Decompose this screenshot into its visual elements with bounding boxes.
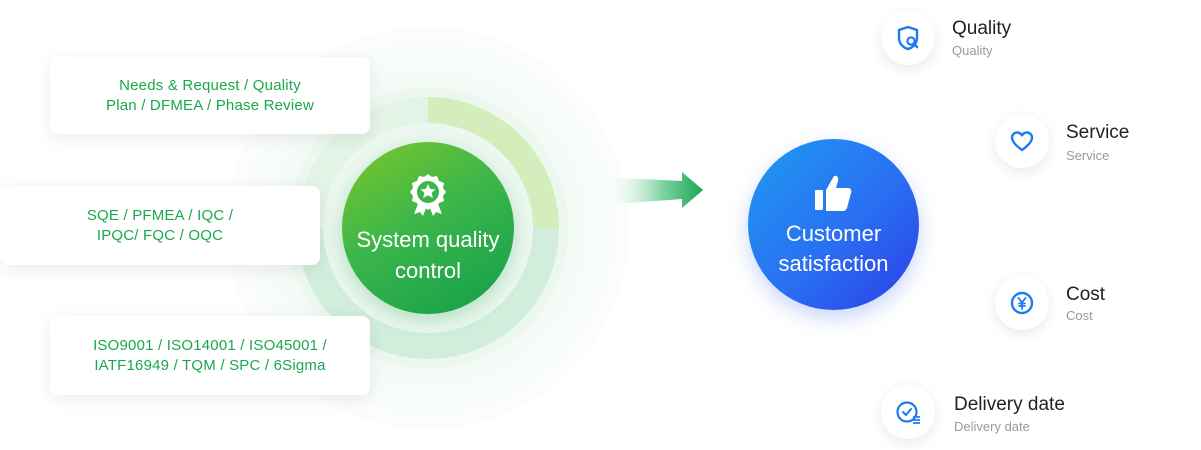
award-star-icon [410, 174, 446, 216]
card-line: IATF16949 / TQM / SPC / 6Sigma [94, 356, 326, 374]
outcome-line: Customer [785, 221, 882, 246]
clock-calendar-icon [896, 401, 920, 424]
lower-arc [297, 227, 559, 359]
shield-search-icon [897, 25, 919, 51]
metric-subtitle: Quality [952, 43, 993, 58]
heart-icon [1010, 131, 1034, 152]
card-line: SQE / PFMEA / IQC / [86, 206, 234, 224]
customer-satisfaction-circle: Customer satisfaction [748, 139, 919, 310]
metric-subtitle: Service [1066, 148, 1110, 163]
card-line: Plan / DFMEA / Phase Review [106, 96, 314, 114]
process-card: SQE / PFMEA / IQC / IPQC/ FQC / OQC [0, 186, 320, 265]
yen-coin-icon [1010, 291, 1034, 315]
flow-arrow [602, 172, 703, 208]
metric-icon-circle [995, 114, 1049, 168]
metric-subtitle: Cost [1066, 308, 1093, 323]
metric-icon-circle [881, 11, 935, 65]
card-line: Needs & Request / Quality [119, 76, 301, 94]
system-quality-circle: System quality control [342, 142, 514, 314]
progress-arc [427, 97, 559, 229]
process-card: ISO9001 / ISO14001 / ISO45001 / IATF1694… [50, 316, 370, 395]
metric-subtitle: Delivery date [954, 419, 1030, 434]
metric-title: Service [1066, 122, 1130, 143]
center-line: System quality [356, 227, 500, 252]
metric-icon-circle [881, 385, 935, 439]
process-card: Needs & Request / Quality Plan / DFMEA /… [50, 57, 370, 134]
center-line: control [394, 258, 462, 283]
outcome-line: satisfaction [778, 251, 889, 276]
metric-icon-circle [995, 276, 1049, 330]
card-line: IPQC/ FQC / OQC [96, 226, 224, 244]
thumbs-up-icon [815, 175, 852, 211]
metric-title: Delivery date [954, 394, 1065, 415]
metric-title: Quality [952, 18, 1012, 39]
card-line: ISO9001 / ISO14001 / ISO45001 / [93, 336, 327, 354]
metric-title: Cost [1066, 284, 1106, 305]
